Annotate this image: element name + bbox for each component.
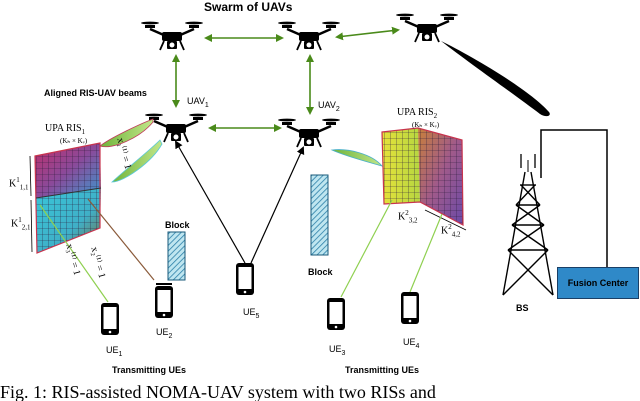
uav1-label: UAV1 bbox=[187, 96, 209, 109]
k32-label: K23,2 bbox=[398, 209, 418, 225]
ue5-label: UE5 bbox=[243, 307, 260, 320]
aligned-beams-label: Aligned RIS-UAV beams bbox=[44, 88, 147, 98]
transmitting-ues-label-left: Transmitting UEs bbox=[112, 365, 187, 375]
ue1-link bbox=[39, 204, 109, 303]
ue4-phone-icon bbox=[401, 292, 419, 324]
ue1-phone-icon bbox=[101, 303, 119, 335]
uav2-icon bbox=[276, 117, 342, 149]
transmitting-ues-label-right: Transmitting UEs bbox=[345, 365, 420, 375]
swarm-link-top-right bbox=[335, 26, 400, 41]
bs-beam bbox=[441, 41, 550, 117]
block-right bbox=[310, 174, 329, 256]
bs-tower-icon bbox=[502, 154, 554, 296]
bs-label: BS bbox=[516, 303, 529, 313]
ue2-phone-icon bbox=[155, 286, 173, 318]
k42-label: K24,2 bbox=[441, 223, 461, 239]
figure-caption: Fig. 1: RIS-assisted NOMA-UAV system wit… bbox=[0, 382, 436, 401]
block-left-label: Block bbox=[165, 220, 190, 230]
block-right-label: Block bbox=[308, 267, 333, 277]
ue3-phone-icon bbox=[327, 298, 345, 330]
ris1-k21-bracket bbox=[30, 199, 33, 253]
ris2-dims: (Kₕ × Kᵥ) bbox=[412, 121, 440, 129]
uav-top-left-icon bbox=[139, 20, 205, 52]
ris1-label: UPA RIS1 bbox=[45, 123, 86, 136]
ue2-link bbox=[87, 198, 155, 281]
uav-top-center-icon bbox=[276, 20, 342, 52]
ue3-link bbox=[340, 199, 393, 298]
ue2-phone-top-bar bbox=[156, 283, 172, 285]
ris2-label: UPA RIS2 bbox=[397, 107, 438, 120]
bs-fusion-link bbox=[540, 129, 608, 267]
uav1-icon bbox=[143, 112, 209, 144]
ris2-panel bbox=[381, 127, 464, 227]
ue2-label: UE2 bbox=[156, 327, 173, 340]
ue5-phone-icon bbox=[236, 263, 254, 295]
ris1-panel bbox=[34, 142, 102, 254]
block-left bbox=[167, 231, 186, 281]
ue1-label: UE1 bbox=[106, 345, 123, 358]
ris2-beam bbox=[330, 149, 384, 167]
ue3-label: UE3 bbox=[329, 344, 346, 357]
ris2-k42-bracket bbox=[424, 209, 467, 231]
ue5-link-uav2 bbox=[250, 146, 305, 264]
ris1-beam-lower bbox=[110, 139, 163, 183]
uav2-label: UAV2 bbox=[318, 100, 340, 113]
k21-label: K12,1 bbox=[11, 216, 31, 232]
ris1-dims: (Kₕ × Kᵥ) bbox=[60, 137, 88, 145]
ris1-k11-bracket bbox=[29, 155, 32, 197]
fusion-center-box: Fusion Center bbox=[557, 267, 639, 299]
diagram-title: Swarm of UAVs bbox=[204, 0, 293, 14]
ue5-link-uav1 bbox=[175, 140, 246, 264]
ue4-link bbox=[409, 213, 443, 293]
uav-top-right-icon bbox=[394, 12, 460, 44]
k11-label: K11,1 bbox=[9, 176, 29, 192]
ue4-label: UE4 bbox=[403, 337, 420, 350]
